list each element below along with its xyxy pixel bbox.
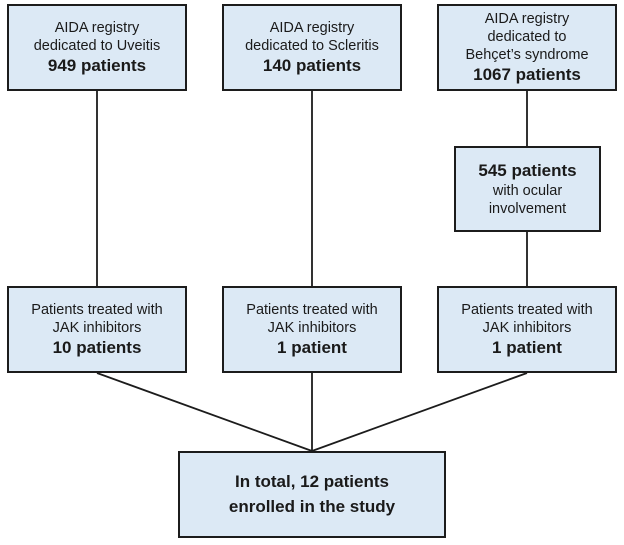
jak-scleritis-count: 1 patient: [277, 338, 347, 357]
registry-behcet-line1: AIDA registry: [484, 10, 570, 27]
registry-scleritis-line2: dedicated to Scleritis: [245, 37, 379, 54]
registry-behcet-count: 1067 patients: [473, 65, 581, 85]
jak-scleritis-line2: JAK inhibitors: [267, 319, 357, 336]
total-line1: In total, 12 patients: [235, 471, 389, 491]
jak-scleritis-line1: Patients treated with: [246, 301, 378, 318]
total-enrolled-box: In total, 12 patients enrolled in the st…: [178, 451, 446, 538]
jak-behcet-count: 1 patient: [492, 338, 562, 357]
registry-behcet-line3: Behçet’s syndrome: [465, 46, 589, 63]
registry-uveitis-line1: AIDA registry: [54, 19, 140, 36]
registry-scleritis-count: 140 patients: [262, 56, 362, 75]
registry-scleritis-line1: AIDA registry: [269, 19, 355, 36]
jak-behcet-line1: Patients treated with: [461, 301, 593, 318]
jak-uveitis-line2: JAK inhibitors: [52, 319, 142, 336]
ocular-line2: involvement: [488, 200, 567, 217]
jak-uveitis-box: Patients treated with JAK inhibitors 10 …: [7, 286, 187, 373]
registry-uveitis-line2: dedicated to Uveitis: [33, 37, 161, 54]
registry-behcet-line2: dedicated to: [487, 28, 567, 45]
jak-behcet-line2: JAK inhibitors: [482, 319, 572, 336]
total-line2: enrolled in the study: [228, 496, 396, 516]
registry-scleritis-box: AIDA registry dedicated to Scleritis 140…: [222, 4, 402, 91]
jak-behcet-box: Patients treated with JAK inhibitors 1 p…: [437, 286, 617, 373]
ocular-line1: with ocular: [492, 182, 563, 199]
ocular-count: 545 patients: [478, 161, 577, 181]
registry-uveitis-box: AIDA registry dedicated to Uveitis 949 p…: [7, 4, 187, 91]
registry-uveitis-count: 949 patients: [47, 56, 147, 75]
connector-jak-1-to-total: [96, 372, 313, 452]
connector-jak-3-to-total: [311, 372, 528, 452]
ocular-involvement-box: 545 patients with ocular involvement: [454, 146, 601, 232]
jak-uveitis-count: 10 patients: [52, 338, 142, 357]
jak-uveitis-line1: Patients treated with: [31, 301, 163, 318]
registry-behcet-box: AIDA registry dedicated to Behçet’s synd…: [437, 4, 617, 91]
jak-scleritis-box: Patients treated with JAK inhibitors 1 p…: [222, 286, 402, 373]
